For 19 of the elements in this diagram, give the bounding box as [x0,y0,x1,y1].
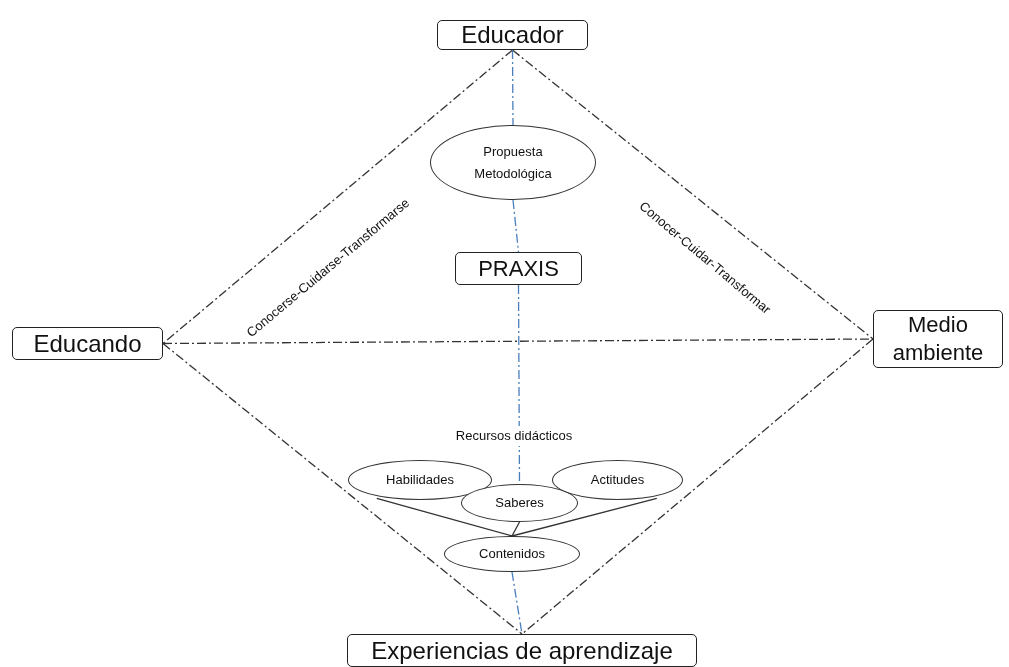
connector-line [511,521,521,537]
rounded-box: Experiencias de aprendizaje [347,634,697,667]
rounded-box: PRAXIS [455,252,582,285]
dash-dot-line [511,49,514,126]
ellipse-node: Habilidades [348,460,492,500]
rounded-box: Educador [437,20,588,50]
dash-dot-line [162,49,514,345]
ellipse-node: Actitudes [552,460,683,500]
dash-dot-line [511,49,874,340]
connector-line [376,497,513,537]
ellipse-node: Contenidos [444,536,580,572]
ellipse-node: Propuesta Metodológica [430,125,596,200]
dash-dot-line [521,338,874,635]
dash-dot-line [512,199,520,253]
dash-dot-line [162,342,523,635]
ellipse-node: Saberes [461,484,578,522]
rounded-box: Educando [12,327,163,360]
rounded-box: Medio ambiente [873,310,1003,368]
connector-line [511,497,658,537]
